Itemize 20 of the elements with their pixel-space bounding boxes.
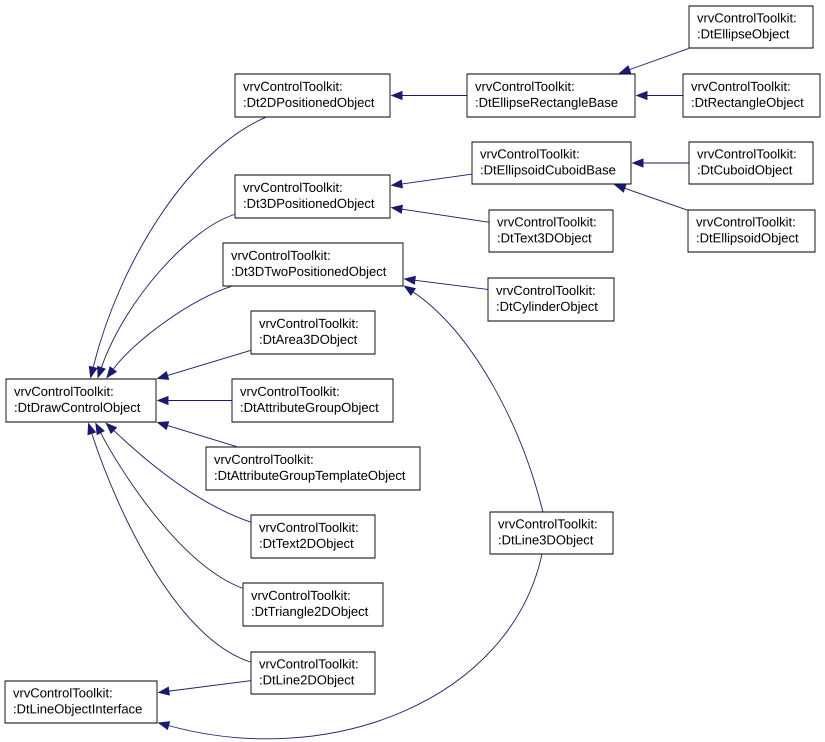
class-box: vrvControlToolkit: :DtAttributeGroupTemplateObject [206, 446, 420, 490]
class-box: vrvControlToolkit: :DtTriangle2DObject [242, 582, 384, 626]
class-box: vrvControlToolkit: :DtText3DObject [488, 210, 614, 252]
class-box: vrvControlToolkit: :DtEllipsoidObject [688, 210, 816, 252]
class-box: vrvControlToolkit: :DtRectangleObject [682, 74, 820, 118]
class-box: vrvControlToolkit: :DtCylinderObject [488, 278, 614, 322]
class-box: vrvControlToolkit: :DtEllipseObject [688, 6, 814, 48]
class-box: vrvControlToolkit: :DtLine2DObject [250, 652, 376, 694]
class-box: vrvControlToolkit: :DtCuboidObject [688, 142, 814, 184]
class-box: vrvControlToolkit: :DtLineObjectInterface [4, 680, 158, 724]
class-box: vrvControlToolkit: :DtText2DObject [250, 514, 376, 558]
class-box: vrvControlToolkit: :DtAttributeGroupObject [232, 378, 394, 422]
class-box: vrvControlToolkit: :Dt3DTwoPositionedObject [222, 242, 404, 286]
class-box: vrvControlToolkit: :DtEllipsoidCuboidBase [472, 142, 632, 184]
class-box: vrvControlToolkit: :Dt2DPositionedObject [234, 74, 390, 118]
class-box: vrvControlToolkit: :DtDrawControlObject [6, 378, 156, 422]
class-box: vrvControlToolkit: :DtArea3DObject [250, 310, 376, 354]
class-box: vrvControlToolkit: :Dt3DPositionedObject [234, 174, 390, 218]
class-box: vrvControlToolkit: :DtEllipseRectangleBase [466, 74, 636, 118]
class-box: vrvControlToolkit: :DtLine3DObject [490, 512, 614, 554]
